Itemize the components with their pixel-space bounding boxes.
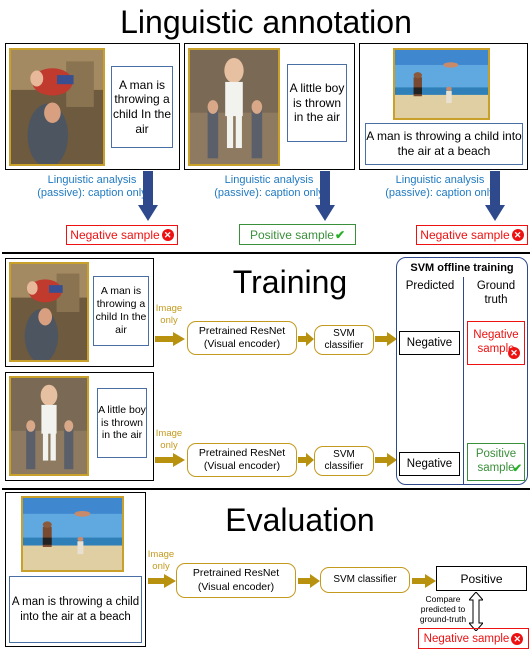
linguistic-result-3: Negative sample✕ — [416, 225, 528, 245]
training-classifier-2: SVM classifier — [314, 446, 374, 476]
training-image-only-2: Image only — [155, 428, 183, 451]
training-title: Training — [232, 264, 348, 300]
down-arrow-icon — [315, 171, 335, 221]
photo-boy-thrown-icon — [11, 378, 87, 474]
photo-boy-thrown-icon — [190, 50, 278, 164]
training-caption-1: A man is throwing a child In the air — [93, 276, 149, 346]
linguistic-caption-3: A man is throwing a child into the air a… — [365, 123, 523, 165]
right-arrow-icon — [148, 574, 176, 588]
linguistic-result-2: Positive sample✔ — [239, 224, 356, 245]
evaluation-encoder: Pretrained ResNet (Visual encoder) — [176, 563, 296, 598]
section-divider — [2, 488, 530, 490]
photo-beach-icon — [395, 50, 488, 118]
training-ground-truth-2: Positive sample ✔ — [467, 443, 525, 481]
double-arrow-icon — [469, 592, 483, 631]
photo-man-throwing-child-icon — [11, 50, 103, 164]
linguistic-analysis-label-1: Linguistic analysis (passive): caption o… — [37, 174, 147, 200]
linguistic-photo-1 — [9, 48, 105, 166]
training-encoder-1: Pretrained ResNet (Visual encoder) — [187, 321, 297, 355]
section-divider — [2, 252, 530, 254]
evaluation-classifier: SVM classifier — [320, 567, 410, 593]
training-photo-1 — [9, 262, 89, 362]
check-icon: ✔ — [334, 227, 346, 242]
linguistic-caption-2: A little boy is thrown in the air — [287, 64, 347, 142]
right-arrow-icon — [375, 453, 397, 467]
photo-man-throwing-child-icon — [11, 264, 87, 360]
training-image-only-1: Image only — [155, 303, 183, 326]
linguistic-analysis-label-2: Linguistic analysis (passive): caption o… — [214, 174, 324, 200]
training-caption-2: A little boy is thrown in the air — [97, 388, 147, 458]
evaluation-ground-truth: Negative sample✕ — [418, 628, 529, 649]
right-arrow-icon — [155, 453, 185, 467]
col-predicted: Predicted — [405, 280, 455, 292]
training-predicted-2: Negative — [399, 452, 460, 476]
photo-beach-icon — [23, 498, 122, 570]
training-classifier-1: SVM classifier — [314, 325, 374, 355]
evaluation-title: Evaluation — [225, 502, 375, 538]
cross-icon: ✕ — [511, 632, 524, 645]
right-arrow-icon — [298, 574, 320, 588]
linguistic-photo-3 — [393, 48, 490, 120]
training-predicted-1: Negative — [399, 331, 460, 355]
linguistic-photo-2 — [188, 48, 280, 166]
col-ground-truth: Ground truth — [476, 280, 516, 307]
svm-training-panel — [396, 257, 528, 485]
cross-icon: ✕ — [508, 347, 520, 359]
right-arrow-icon — [298, 332, 314, 346]
evaluation-predicted: Positive — [436, 566, 527, 591]
right-arrow-icon — [155, 332, 185, 346]
svm-training-title: SVM offline training — [410, 262, 514, 274]
right-arrow-icon — [298, 453, 314, 467]
cross-icon: ✕ — [511, 229, 524, 241]
right-arrow-icon — [412, 574, 436, 588]
down-arrow-icon — [485, 171, 505, 221]
evaluation-caption: A man is throwing a child into the air a… — [9, 576, 142, 643]
training-ground-truth-1: Negative sample ✕ — [467, 321, 525, 365]
linguistic-analysis-label-3: Linguistic analysis (passive): caption o… — [385, 174, 495, 200]
training-encoder-2: Pretrained ResNet (Visual encoder) — [187, 443, 297, 477]
evaluation-image-only: Image only — [147, 549, 175, 572]
linguistic-title: Linguistic annotation — [120, 4, 412, 40]
evaluation-photo — [21, 496, 124, 572]
linguistic-result-1: Negative sample✕ — [66, 225, 178, 245]
training-photo-2 — [9, 376, 89, 476]
cross-icon: ✕ — [161, 229, 174, 241]
check-icon: ✔ — [512, 463, 522, 476]
linguistic-caption-1: A man is throwing a child In the air — [111, 66, 173, 148]
compare-label: Compare predicted to ground-truth — [419, 594, 467, 625]
right-arrow-icon — [375, 332, 397, 346]
svm-column-divider — [463, 277, 464, 485]
down-arrow-icon — [138, 171, 158, 221]
